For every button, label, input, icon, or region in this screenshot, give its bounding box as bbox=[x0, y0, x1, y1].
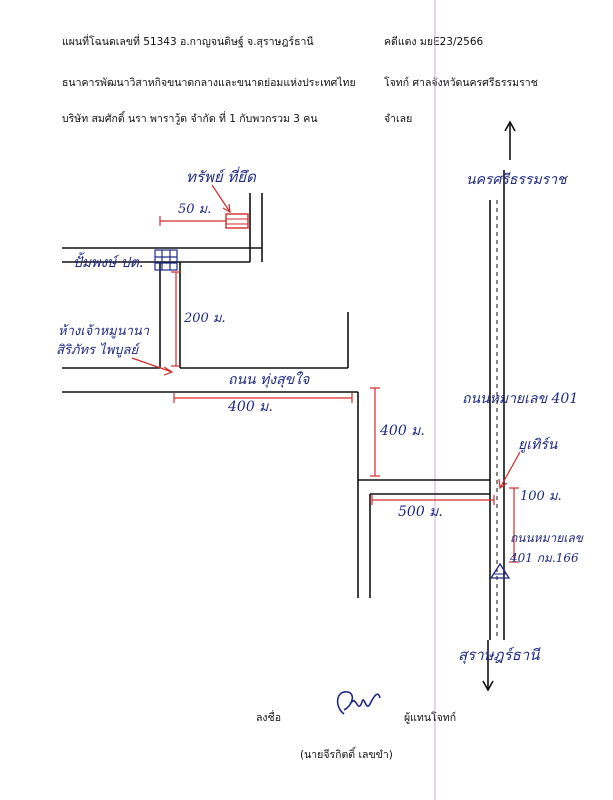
road-thung-suk-jai bbox=[62, 312, 359, 598]
intersection-arrow bbox=[498, 451, 521, 490]
signer-name: (นายจีรกิตติ์ เลขขำ) bbox=[300, 749, 393, 761]
gas-station-label: ปั้มพงษ์ ปต. bbox=[73, 255, 144, 271]
gas-station-marker bbox=[154, 249, 178, 271]
lane-road bbox=[62, 247, 262, 368]
shop-label: ห้างเจ้าหมูนานา bbox=[58, 324, 150, 339]
defendant-role: จำเลย bbox=[384, 113, 413, 125]
north-town-label: นครศรีธรรมราช bbox=[466, 172, 567, 188]
distance-500: 500 ม. bbox=[398, 504, 443, 520]
dim-100 bbox=[509, 487, 519, 563]
side-street bbox=[249, 193, 263, 262]
signer-role: ผู้แทนโจทก์ bbox=[404, 712, 457, 724]
defendant-name: บริษัท สมศักดิ์ นรา พาราวู้ด จำกัด ที่ 1… bbox=[62, 113, 318, 125]
plaintiff-name: ธนาคารพัฒนาวิสาหกิจขนาดกลางและขนาดย่อมแห… bbox=[62, 77, 356, 89]
dim-200 bbox=[171, 271, 181, 367]
signature-mark bbox=[336, 691, 381, 715]
case-number: คดีแดง มยE23/2566 bbox=[384, 36, 484, 48]
shop-arrow bbox=[131, 357, 174, 376]
km-marker-icon bbox=[489, 562, 511, 579]
deed-line: แผนที่โฉนดเลขที่ 51343 อ.กาญจนดิษฐ์ จ.สุ… bbox=[62, 36, 314, 48]
distance-400b: 400 ม. bbox=[380, 423, 425, 439]
court-name: โจทก์ ศาลจังหวัดนครศรีธรรมราช bbox=[384, 77, 538, 89]
seized-property-marker bbox=[159, 184, 249, 229]
south-town-label: สุราษฎร์ธานี bbox=[458, 646, 540, 664]
dim-500 bbox=[371, 495, 495, 505]
distance-100: 100 ม. bbox=[520, 489, 562, 504]
distance-400a: 400 ม. bbox=[228, 399, 273, 415]
connector-road bbox=[358, 479, 490, 598]
highway-401 bbox=[489, 170, 505, 640]
intersection-label: ยูเทิร์น bbox=[518, 437, 558, 453]
distance-50: 50 ม. bbox=[178, 202, 212, 217]
km-marker-label: ถนนหมายเลข bbox=[510, 531, 583, 545]
km-marker-label-line2: 401 กม.166 bbox=[510, 551, 579, 565]
distance-200: 200 ม. bbox=[184, 311, 226, 326]
sign-label: ลงชื่อ bbox=[256, 712, 281, 724]
seized-property-label: ทรัพย์ ที่ยึด bbox=[186, 168, 256, 186]
dim-400b bbox=[370, 387, 380, 477]
shop-label-line2: สิริภัทร ไพบูลย์ bbox=[56, 343, 139, 358]
highway-401-label: ถนนหมายเลข 401 bbox=[462, 391, 579, 407]
road-thung-suk-jai-label: ถนน ทุ่งสุขใจ bbox=[228, 372, 310, 388]
dim-400a bbox=[173, 393, 353, 403]
direction-arrows bbox=[482, 120, 516, 692]
